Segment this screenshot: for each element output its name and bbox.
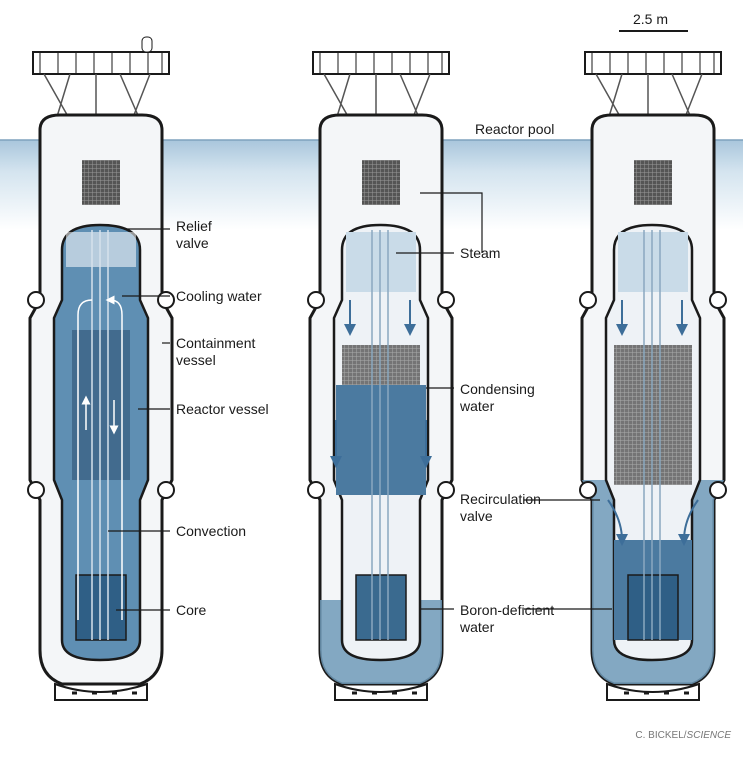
- steam-label: Steam: [460, 245, 501, 261]
- top-frame: [584, 51, 722, 121]
- condensing-water-label: Condensing water: [460, 381, 535, 414]
- containment-vessel-label: Containment vessel: [176, 335, 256, 368]
- credit-line: C. BICKEL/SCIENCE: [635, 730, 731, 741]
- reactor-pool-label: Reactor pool: [475, 121, 555, 137]
- leader-steam: [396, 192, 483, 254]
- core-label: Core: [176, 602, 207, 618]
- reactor-1: [27, 36, 175, 701]
- relief-valve-label: Relief valve: [176, 218, 212, 251]
- recirculation-flow-left: [607, 499, 628, 546]
- scale-bar-label: 2.5 m: [633, 11, 669, 27]
- top-frame: [32, 36, 170, 121]
- core-block: [75, 574, 127, 641]
- recirculation-flow-right: [678, 499, 699, 546]
- reactor-2: [307, 51, 455, 701]
- boron-deficient-water-label: Boron-deficient water: [460, 602, 555, 635]
- credit-name: C. BICKEL/: [635, 730, 687, 741]
- top-frame: [312, 51, 450, 121]
- reactor-vessel-label: Reactor vessel: [176, 401, 269, 417]
- credit-publication: SCIENCE: [686, 730, 731, 741]
- recirculation-valve-label: Recirculation valve: [460, 491, 541, 524]
- convection-label: Convection: [176, 523, 247, 539]
- leader-lines: [108, 192, 612, 611]
- reactor-3: [579, 51, 727, 701]
- convection-loop: [77, 300, 123, 620]
- cooling-water-label: Cooling water: [176, 288, 262, 304]
